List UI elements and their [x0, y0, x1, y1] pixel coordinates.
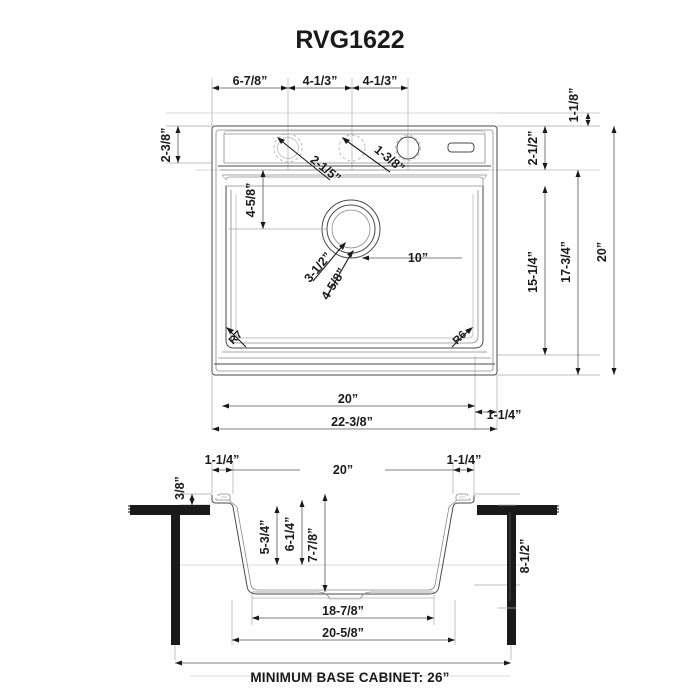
faucet-hole-right — [395, 135, 421, 161]
top-view-left-dimensions: 2-3/8” — [159, 126, 181, 163]
faucet-hole-center — [338, 134, 366, 162]
faucet-hole-left — [273, 133, 303, 163]
faucet-deck — [223, 130, 486, 164]
top-view-bottom-dimensions: 20” 1-1/4” 22-3/8” — [212, 392, 521, 432]
section-left-dimensions: 3/8” — [173, 476, 195, 505]
section-top-dimension-1: 1-1/4” — [205, 453, 240, 467]
drain-assembly — [321, 199, 381, 259]
left-dimension-1: 2-3/8” — [159, 128, 173, 163]
top-dimension-3: 4-1/3” — [363, 74, 398, 88]
section-top-dimension-2: 20” — [333, 463, 353, 477]
interior-dimension-3: 4-5/8” — [244, 183, 258, 218]
section-top-dimension-3: 1-1/4” — [447, 453, 482, 467]
countertop-left — [128, 505, 210, 660]
drain-inner-circle — [331, 209, 371, 249]
countertop-right — [477, 505, 559, 660]
section-depth-dimensions: 5-3/4” 6-1/4” 7-7/8” — [258, 494, 328, 592]
section-depth-dimension-2: 6-1/4” — [283, 517, 297, 552]
drain-mid-circle — [326, 204, 376, 254]
drain-outer-circle — [321, 199, 381, 259]
base-cabinet-dimension — [175, 660, 511, 666]
bottom-dimension-3: 22-3/8” — [331, 415, 373, 429]
right-dimension-5: 20” — [595, 242, 609, 262]
radius-right-label: R6 — [451, 329, 469, 347]
top-dimension-1: 6-7/8” — [233, 74, 268, 88]
top-view-interior-dimensions: 2-1/5” 1-3/8” 4-5/8” 3-1/2” 4-5/8 — [228, 137, 462, 302]
right-dimension-1: 1-1/8” — [567, 88, 581, 123]
basin-bottom-strips — [214, 351, 495, 365]
top-view-right-dimensions: 1-1/8” 2-1/2” 15-1/4” 17-3/4” — [526, 88, 617, 375]
page-title: RVG1622 — [295, 26, 404, 54]
section-left-dimension-1: 3/8” — [173, 476, 187, 500]
section-right-dimensions: 8-1/2” — [498, 504, 532, 609]
overflow-slot — [447, 142, 475, 153]
sink-section-profile — [211, 493, 475, 600]
right-dimension-4: 17-3/4” — [559, 241, 573, 283]
basin-interior — [225, 186, 484, 349]
section-top-dimensions: 1-1/4” 20” 1-1/4” — [205, 453, 482, 477]
corner-radius-leaders: R7 R6 — [226, 327, 473, 348]
section-bottom-dimension-2: 20-5/8” — [322, 626, 364, 640]
section-bottom-dimensions: 18-7/8” 20-5/8” — [232, 604, 455, 643]
bottom-dimension-1: 20” — [338, 392, 358, 406]
section-bottom-dimension-1: 18-7/8” — [322, 604, 364, 618]
basin-ledges — [218, 165, 491, 187]
interior-dimension-1: 2-1/5” — [308, 153, 344, 186]
sink-outer-rim — [211, 125, 498, 376]
interior-dimension-6: 10” — [408, 251, 428, 265]
right-dimension-2: 2-1/2” — [526, 131, 540, 166]
section-depth-dimension-1: 5-3/4” — [258, 520, 272, 555]
base-cabinet-caption: MINIMUM BASE CABINET: 26” — [250, 670, 449, 685]
bottom-dimension-2: 1-1/4” — [487, 408, 522, 422]
top-dimension-2: 4-1/3” — [303, 74, 338, 88]
section-view-group: 1-1/4” 20” 1-1/4” 3/8” — [128, 453, 559, 677]
section-right-dimension-1: 8-1/2” — [518, 539, 532, 574]
top-view-top-dimensions: 6-7/8” 4-1/3” 4-1/3” — [212, 74, 408, 91]
right-dimension-3: 15-1/4” — [526, 251, 540, 293]
top-view-group: R7 R6 6-7/8” 4-1/3” 4-1/3” — [159, 74, 617, 432]
section-depth-dimension-3: 7-7/8” — [306, 528, 320, 563]
section-view-extension-lines — [170, 462, 520, 677]
faucet-holes — [273, 133, 475, 163]
